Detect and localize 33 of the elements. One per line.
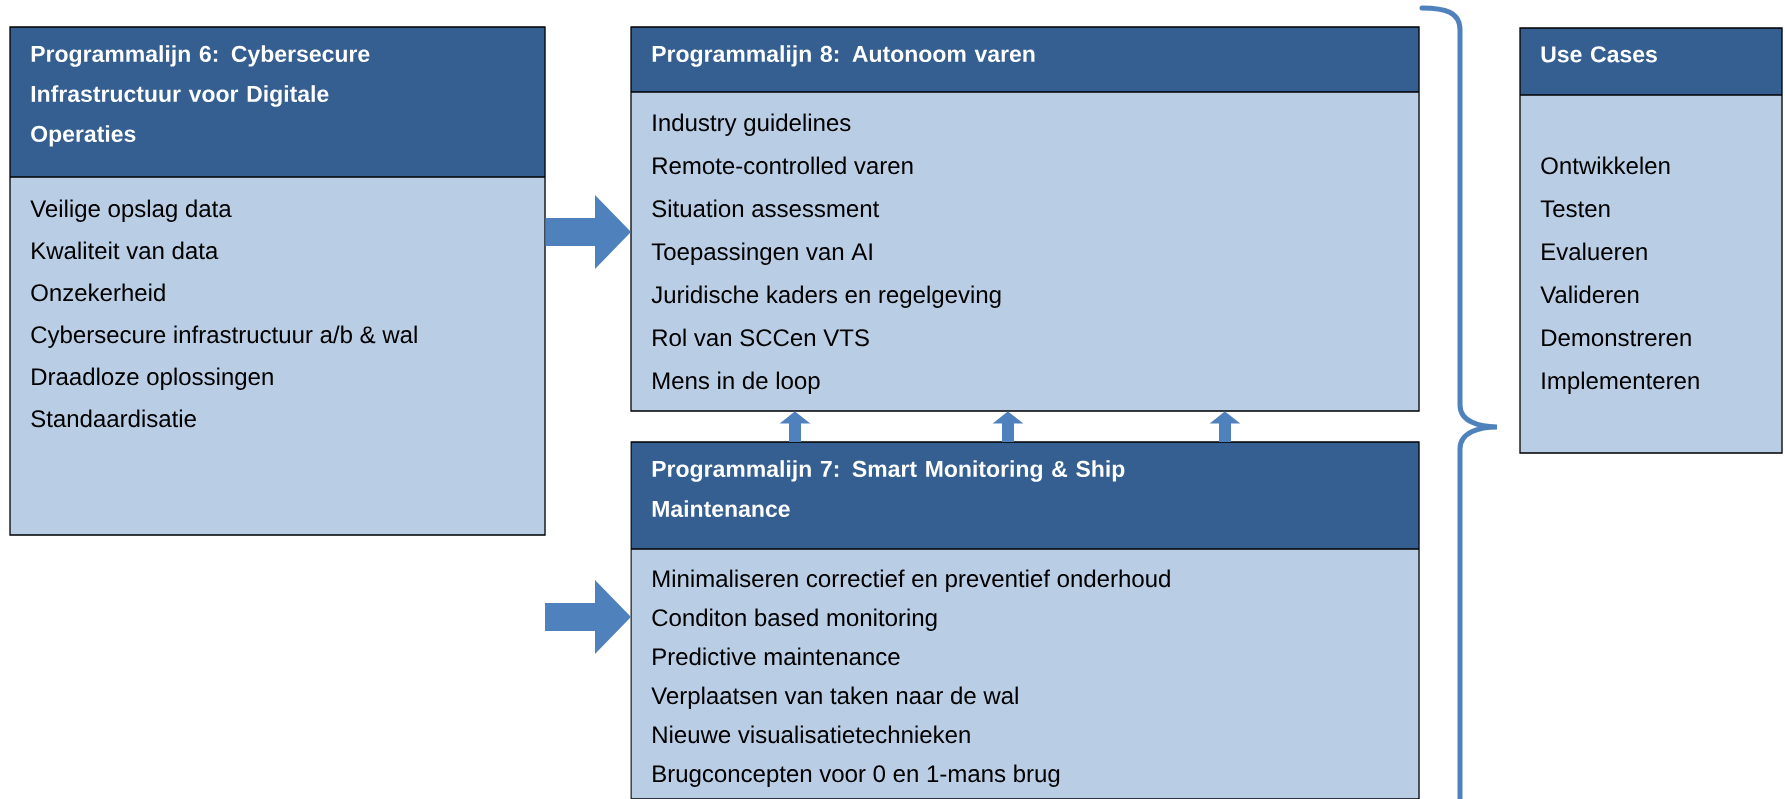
list-item: Mens in de loop bbox=[653, 371, 820, 394]
list-item: Situation assessment bbox=[652, 199, 880, 218]
list-item: Remote-controlled varen bbox=[653, 156, 913, 175]
list-item: Juridische kaders en regelgeving bbox=[651, 285, 1001, 308]
list-item: Veilige opslag data bbox=[30, 199, 232, 222]
list-item: Industry guidelines bbox=[653, 113, 851, 136]
list-item: Onzekerheid bbox=[31, 283, 165, 302]
heading: Programmalijn 6: Cybersecure Infrastructuur voor Digitale Operaties bbox=[31, 45, 370, 147]
heading: Programmalijn 7: Smart Monitoring & Ship Maintenance bbox=[652, 460, 1125, 518]
heading: Programmalijn 8: Autonoom varen bbox=[652, 45, 1035, 67]
program-box bbox=[630, 26, 1420, 412]
list-item: Nieuwe visualisatietechnieken bbox=[653, 725, 970, 744]
list-item: Predictive maintenance bbox=[653, 647, 900, 666]
list-item: Demonstreren bbox=[1542, 329, 1691, 347]
list-item: Draadloze oplossingen bbox=[32, 367, 273, 390]
list-item: Conditon based monitoring bbox=[652, 608, 937, 631]
list-item: Kwaliteit van data bbox=[32, 241, 219, 260]
list-item: Ontwikkelen bbox=[1541, 156, 1670, 175]
heading: Use Cases bbox=[1541, 46, 1657, 63]
program-box bbox=[9, 26, 546, 536]
list-item: Valideren bbox=[1540, 285, 1639, 304]
program-box bbox=[1519, 27, 1783, 454]
list-item: Minimaliseren correctief en preventief onderhoud bbox=[653, 569, 1170, 592]
list-item: Verplaatsen van taken naar de wal bbox=[651, 686, 1018, 709]
list-item: Rol van SCCen VTS bbox=[653, 328, 869, 347]
list-item: Evalueren bbox=[1542, 242, 1647, 261]
list-item: Brugconcepten voor 0 en 1-mans brug bbox=[653, 764, 1060, 787]
list-item: Toepassingen van AI bbox=[651, 242, 872, 265]
list-item: Cybersecure infrastructuur a/b & wal bbox=[31, 325, 417, 348]
list-item: Standaardisatie bbox=[31, 409, 196, 428]
list-item: Testen bbox=[1540, 200, 1610, 218]
list-item: Implementeren bbox=[1542, 371, 1699, 394]
program-box bbox=[630, 441, 1420, 799]
